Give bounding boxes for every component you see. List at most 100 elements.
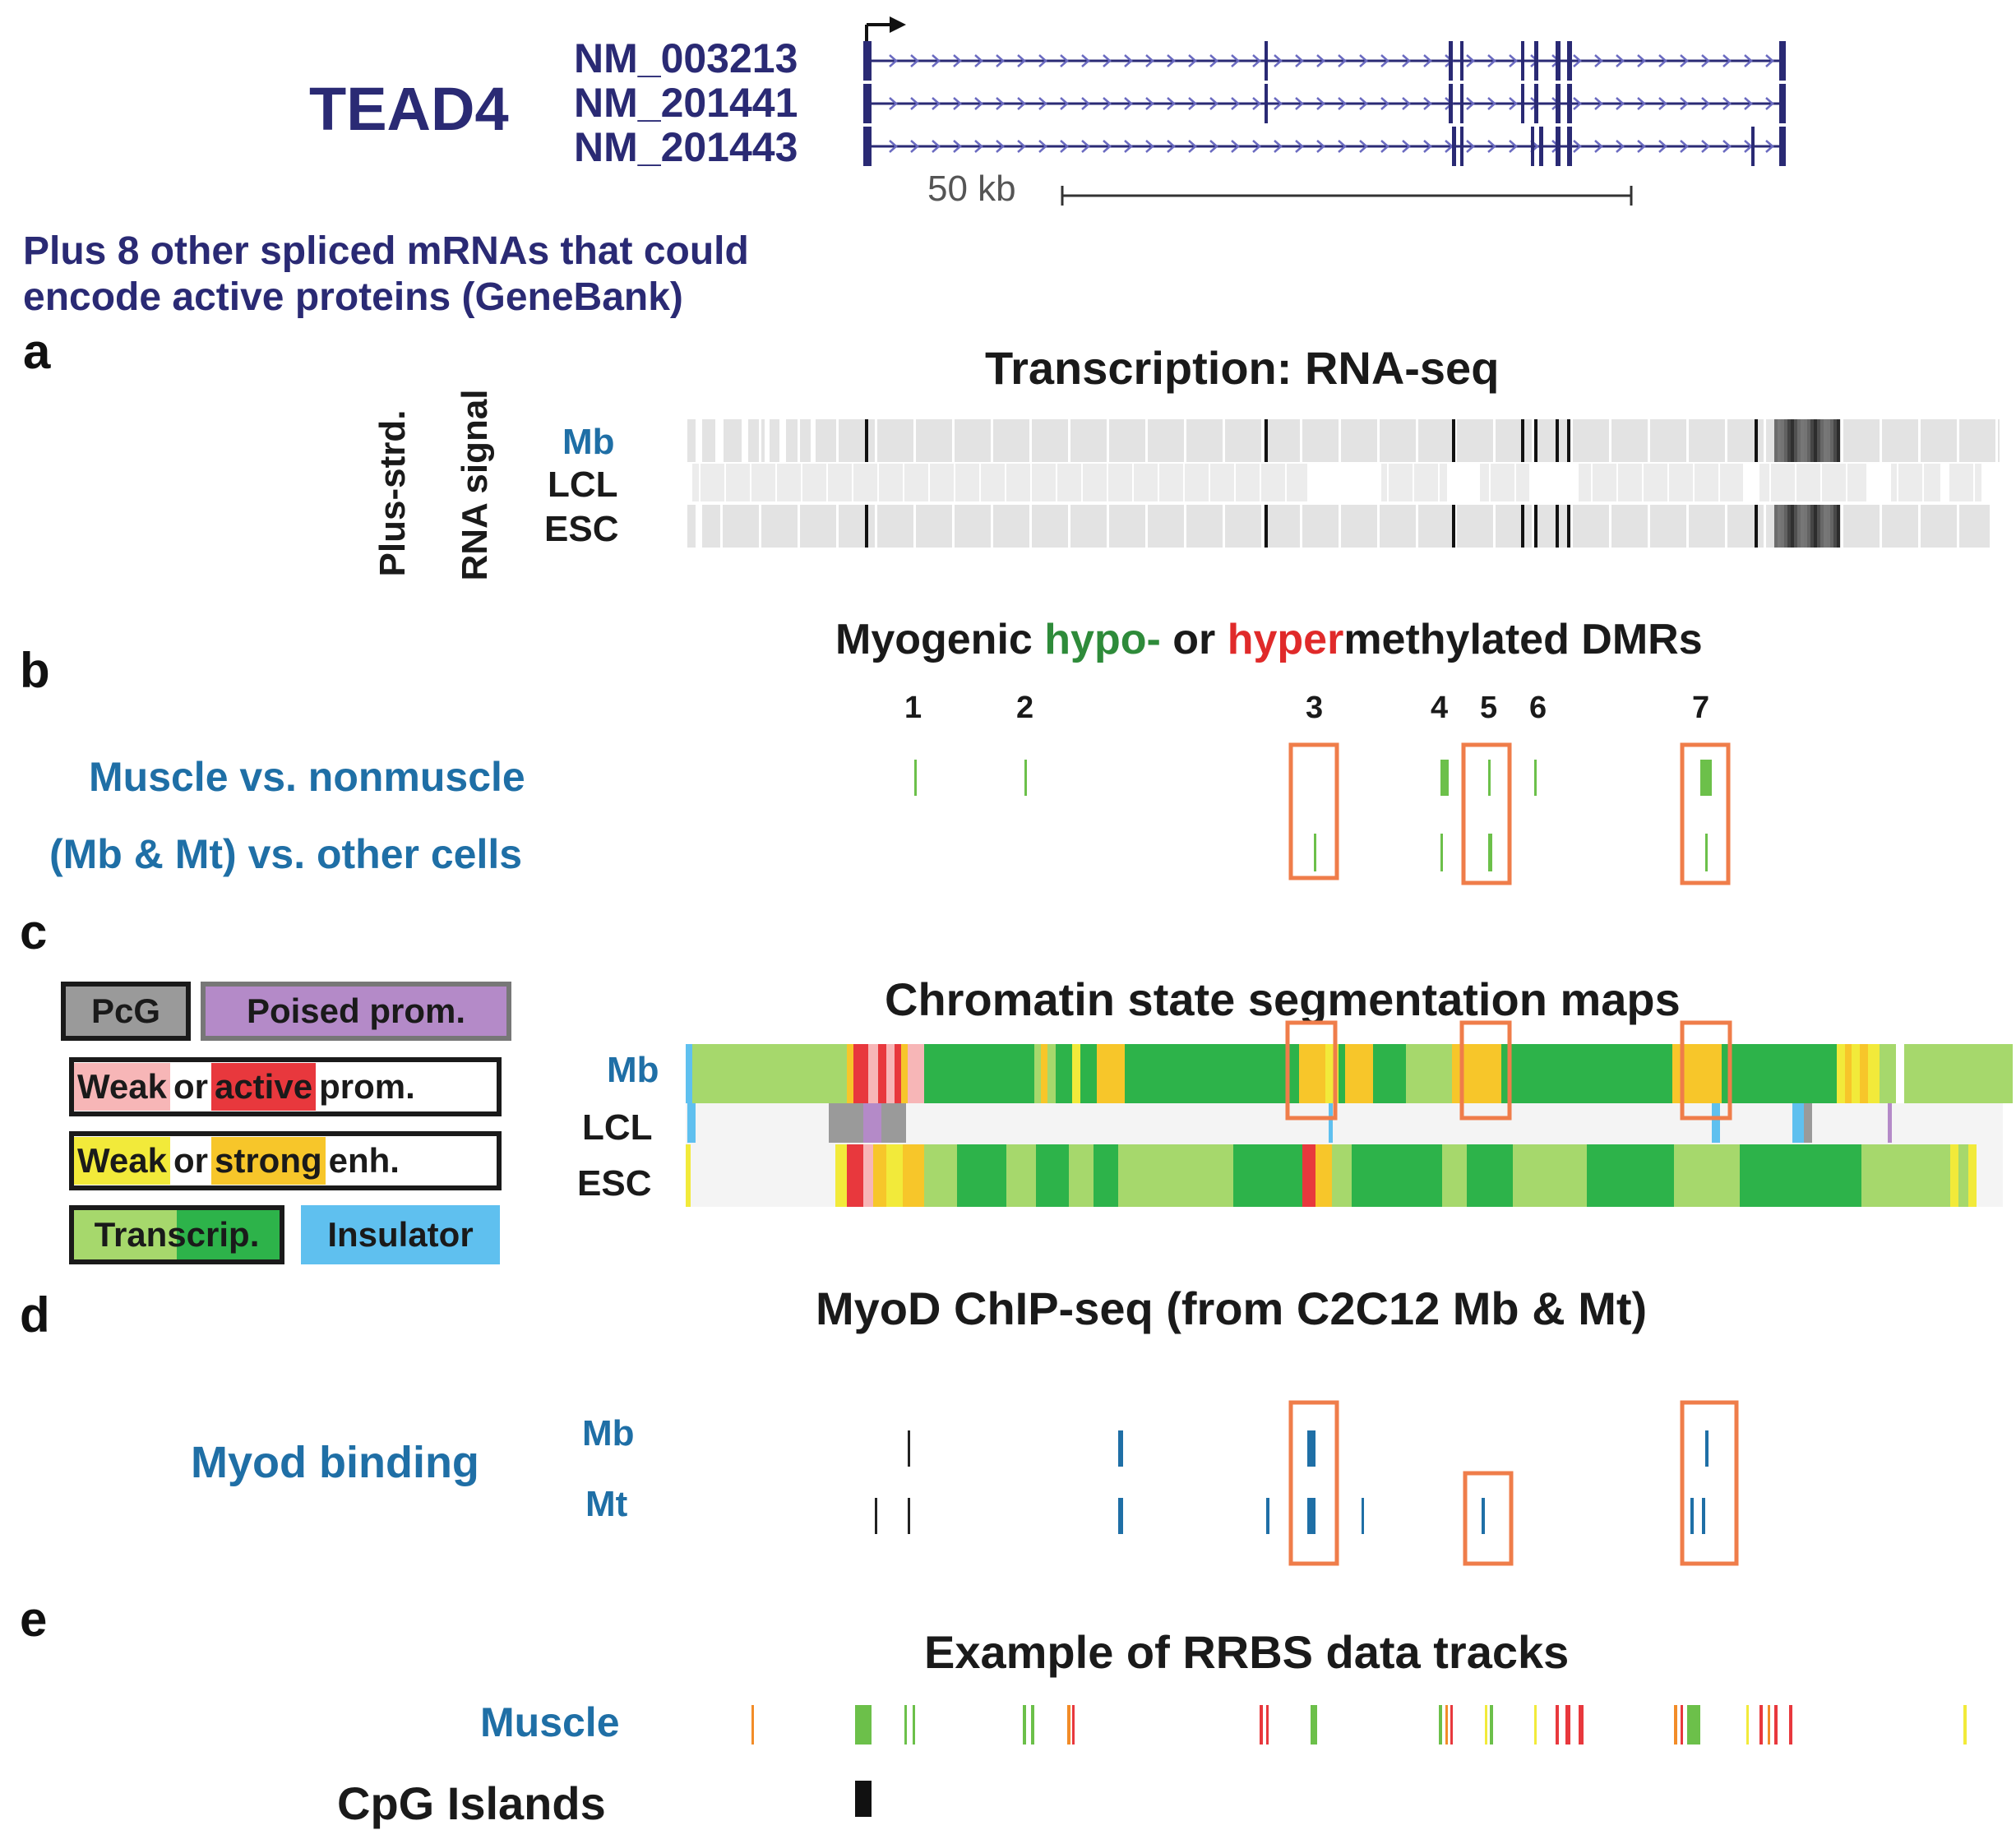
chromatin-state-segment [1880,1044,1896,1103]
chromatin-state-segment [1442,1144,1467,1207]
rna-signal-gap [991,505,993,548]
exon-mark [1265,84,1268,123]
rna-signal-gap [1107,505,1109,548]
chromatin-state-segment [1968,1144,1977,1207]
strand-arrow-icon [889,97,898,110]
chromatin-state-segment [1329,1103,1333,1143]
rna-signal-peak [1804,419,1807,462]
myod-peak-mark [1266,1498,1269,1534]
strand-arrow-icon [1295,140,1304,153]
exon-mark [1521,41,1524,81]
rna-signal-gap [1107,464,1108,501]
dmr-number: 7 [1692,691,1710,725]
rna-signal-gap [1261,419,1264,462]
strand-arrow-icon [1423,140,1432,153]
strand-arrow-icon [1274,97,1283,110]
dmr-mark [1440,760,1449,796]
chromatin-state-segment [692,1044,847,1103]
rna-signal-track [1161,464,1243,501]
legend-weak-promoter: Weak [74,1063,170,1111]
title-hyper: hyper [1227,616,1344,663]
rna-signal-gap [1532,419,1534,462]
chromatin-state-segment [1888,1103,1892,1143]
rna-signal-gap [724,464,726,501]
rrbs-cpg-mark [1485,1705,1487,1745]
rna-signal-gap [875,505,877,548]
strand-arrow-icon [1167,140,1176,153]
rna-signal-gap [1514,464,1516,501]
strand-arrow-icon [1188,54,1197,67]
rna-signal-gap [903,464,904,501]
rna-signal-gap [1438,464,1440,501]
cpg-island-mark [855,1781,872,1817]
strand-arrow-icon [1188,97,1197,110]
rrbs-cpg-mark [751,1705,754,1745]
strand-arrow-icon [1338,140,1347,153]
rna-signal-peak [1804,505,1807,548]
dmr-mark [1700,760,1712,796]
chromatin-state-segment [1125,1044,1299,1103]
strand-arrow-icon [1017,97,1026,110]
exon-mark [1534,84,1538,123]
rna-signal-gap [1918,419,1921,462]
rna-signal-peak [1807,419,1810,462]
rna-signal-gap [952,419,955,462]
strand-arrow-icon [1295,54,1304,67]
chromatin-state-segment [1034,1044,1041,1103]
strand-arrow-icon [1680,140,1689,153]
chromatin-state-segment [691,1144,835,1207]
exon-mark [1449,84,1453,123]
rna-signal-gap [798,419,800,462]
chromatin-state-segment [903,1144,924,1207]
rna-signal-peak [1784,419,1787,462]
rna-signal-gap [798,505,800,548]
dmr-number: 5 [1480,691,1498,725]
rrbs-cpg-mark [1072,1705,1075,1745]
exon-mark [863,127,872,166]
strand-arrow-icon [1594,97,1603,110]
chromatin-state-segment [924,1044,1034,1103]
rna-signal-peak [1810,505,1814,548]
exon-mark [1779,84,1786,123]
rna-signal-gap [1362,464,1363,501]
rna-signal-gap [720,505,723,548]
strand-arrow-icon [1380,97,1389,110]
rna-signal-gap [1413,464,1414,501]
strand-arrow-icon [1124,97,1133,110]
strand-arrow-icon [1145,54,1154,67]
strand-arrow-icon [1701,54,1710,67]
chromatin-state-segment [924,1144,957,1207]
strand-arrow-icon [1274,140,1283,153]
row-label: ESC [577,1163,652,1204]
legend-text: or [173,1141,208,1180]
exon-mark [1460,84,1463,123]
legend-insulator: Insulator [301,1205,500,1264]
rna-signal-peak [865,419,868,462]
exon-mark [863,41,872,81]
title-part: Myogenic [835,616,1045,663]
section-title: Myogenic hypo- or hypermethylated DMRs [835,618,1703,661]
chromatin-state-segment [1792,1103,1804,1143]
rna-signal-gap [1957,419,1959,462]
rna-signal-gap [765,419,770,462]
rna-signal-peak [1774,419,1778,462]
chromatin-state-segment [1674,1144,1740,1207]
rna-signal-gap [1209,464,1210,501]
rna-signal-gap [1068,419,1070,462]
strand-arrow-icon [1124,140,1133,153]
chromatin-state-segment [1845,1044,1852,1103]
rna-signal-gap [1260,464,1261,501]
rna-signal-peak [1265,419,1268,462]
dmr-mark [1488,834,1492,871]
panel-letter: b [20,643,50,698]
chromatin-state-segment [1764,1144,1861,1207]
row-label: Muscle [480,1699,620,1745]
strand-arrow-icon [1209,140,1218,153]
row-label: CpG Islands [337,1777,606,1829]
rna-signal-gap [1005,464,1006,501]
strand-arrow-icon [1274,54,1283,67]
strand-arrow-icon [1188,140,1197,153]
rna-signal-gap [954,464,955,501]
chromatin-state-segment [1868,1044,1880,1103]
rna-signal-gap [991,419,993,462]
